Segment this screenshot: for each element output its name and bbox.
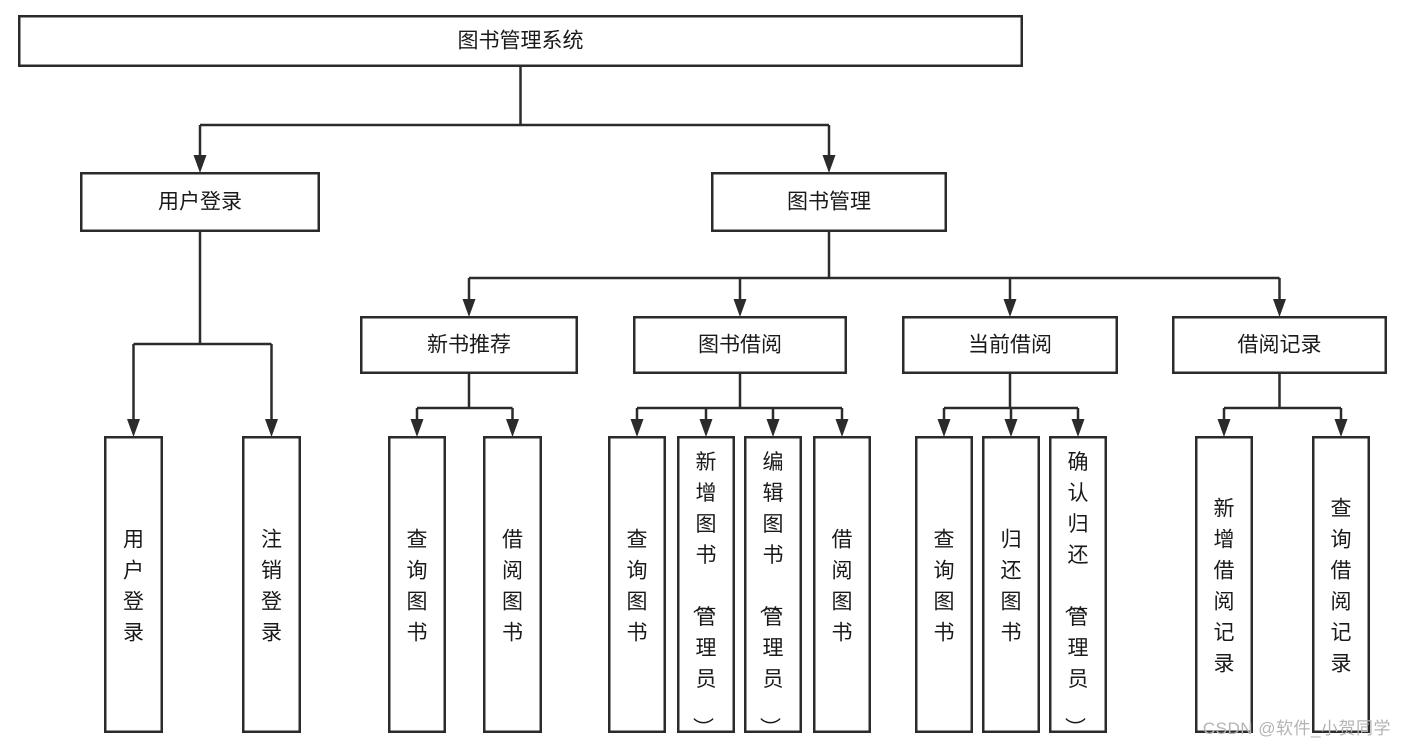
node-box[interactable] [104, 436, 163, 733]
node-box[interactable] [982, 436, 1040, 733]
node-box[interactable] [483, 436, 542, 733]
node-leaf-cur-return[interactable]: 归还图书 [982, 436, 1040, 733]
node-box[interactable] [677, 436, 735, 733]
node-label: 图书管理 [787, 191, 871, 214]
node-box[interactable] [633, 316, 847, 374]
nodes-layer: 图书管理系统用户登录图书管理新书推荐图书借阅当前借阅借阅记录用户登录注销登录查询… [18, 15, 1387, 738]
arrow-head [1273, 299, 1286, 317]
node-leaf-rec-query[interactable]: 查询借阅记录 [1312, 436, 1370, 733]
node-leaf-borrow-add[interactable]: 新增图书（管理员） [677, 436, 735, 738]
node-leaf-rec-add[interactable]: 新增借阅记录 [1195, 436, 1253, 733]
arrow-head [630, 419, 644, 437]
arrow-head [1003, 299, 1017, 317]
node-box[interactable] [744, 436, 802, 733]
node-label: 新书推荐 [427, 334, 511, 357]
node-leaf-borrow-edit[interactable]: 编辑图书（管理员） [744, 436, 802, 738]
node-box[interactable] [388, 436, 446, 733]
node-box[interactable] [360, 316, 578, 374]
node-box[interactable] [242, 436, 301, 733]
arrow-head [410, 419, 424, 437]
node-login[interactable]: 用户登录 [80, 172, 320, 232]
node-box[interactable] [711, 172, 947, 232]
connectors-layer [127, 67, 1348, 437]
node-leaf-borrow-do[interactable]: 借阅图书 [813, 436, 871, 733]
arrow-head [193, 155, 207, 173]
node-box[interactable] [813, 436, 871, 733]
arrow-head [1004, 419, 1018, 437]
node-label: 查询图书 [407, 529, 428, 645]
node-label: 借阅记录 [1238, 334, 1322, 357]
node-root[interactable]: 图书管理系统 [18, 15, 1023, 67]
arrow-head [1334, 419, 1348, 437]
node-label: 新增图书（管理员） [691, 451, 717, 738]
arrow-head [1071, 419, 1085, 437]
arrow-head [733, 299, 747, 317]
node-box[interactable] [1172, 316, 1387, 374]
node-bookmgmt[interactable]: 图书管理 [711, 172, 947, 232]
node-box[interactable] [1195, 436, 1253, 733]
node-box[interactable] [1312, 436, 1370, 733]
node-records[interactable]: 借阅记录 [1172, 316, 1387, 374]
node-leaf-cur-query[interactable]: 查询图书 [915, 436, 973, 733]
node-label: 新增借阅记录 [1214, 498, 1235, 676]
arrow-head [127, 419, 140, 437]
node-leaf-new-query[interactable]: 查询图书 [388, 436, 446, 733]
node-label: 用户登录 [123, 529, 144, 645]
arrow-head [766, 419, 780, 437]
node-label: 当前借阅 [968, 334, 1052, 357]
node-label: 借阅图书 [832, 529, 853, 645]
node-current[interactable]: 当前借阅 [902, 316, 1118, 374]
node-label: 注销登录 [261, 529, 282, 645]
arrow-head [835, 419, 849, 437]
node-box[interactable] [608, 436, 666, 733]
node-leaf-borrow-query[interactable]: 查询图书 [608, 436, 666, 733]
node-newbook[interactable]: 新书推荐 [360, 316, 578, 374]
arrow-head [1217, 419, 1231, 437]
arrow-head [462, 299, 476, 317]
node-label: 编辑图书（管理员） [758, 451, 784, 738]
node-label: 图书管理系统 [458, 30, 584, 53]
node-label: 查询图书 [934, 529, 955, 645]
node-box[interactable] [915, 436, 973, 733]
node-box[interactable] [18, 15, 1023, 67]
node-label: 用户登录 [158, 191, 242, 214]
node-label: 借阅图书 [502, 529, 523, 645]
arrow-head [699, 419, 713, 437]
node-label: 确认归还（管理员） [1063, 451, 1089, 738]
node-label: 归还图书 [1001, 529, 1022, 645]
node-box[interactable] [1049, 436, 1107, 733]
arrow-head [506, 419, 519, 437]
node-box[interactable] [902, 316, 1118, 374]
node-leaf-cur-confirm[interactable]: 确认归还（管理员） [1049, 436, 1107, 738]
node-leaf-new-borrow[interactable]: 借阅图书 [483, 436, 542, 733]
node-leaf-user-login[interactable]: 用户登录 [104, 436, 163, 733]
arrow-head [937, 419, 951, 437]
node-box[interactable] [80, 172, 320, 232]
node-label: 查询借阅记录 [1331, 498, 1352, 676]
node-label: 查询图书 [627, 529, 648, 645]
arrow-head [265, 419, 278, 437]
node-leaf-user-logout[interactable]: 注销登录 [242, 436, 301, 733]
arrow-head [822, 155, 836, 173]
node-borrow[interactable]: 图书借阅 [633, 316, 847, 374]
node-label: 图书借阅 [698, 334, 782, 357]
